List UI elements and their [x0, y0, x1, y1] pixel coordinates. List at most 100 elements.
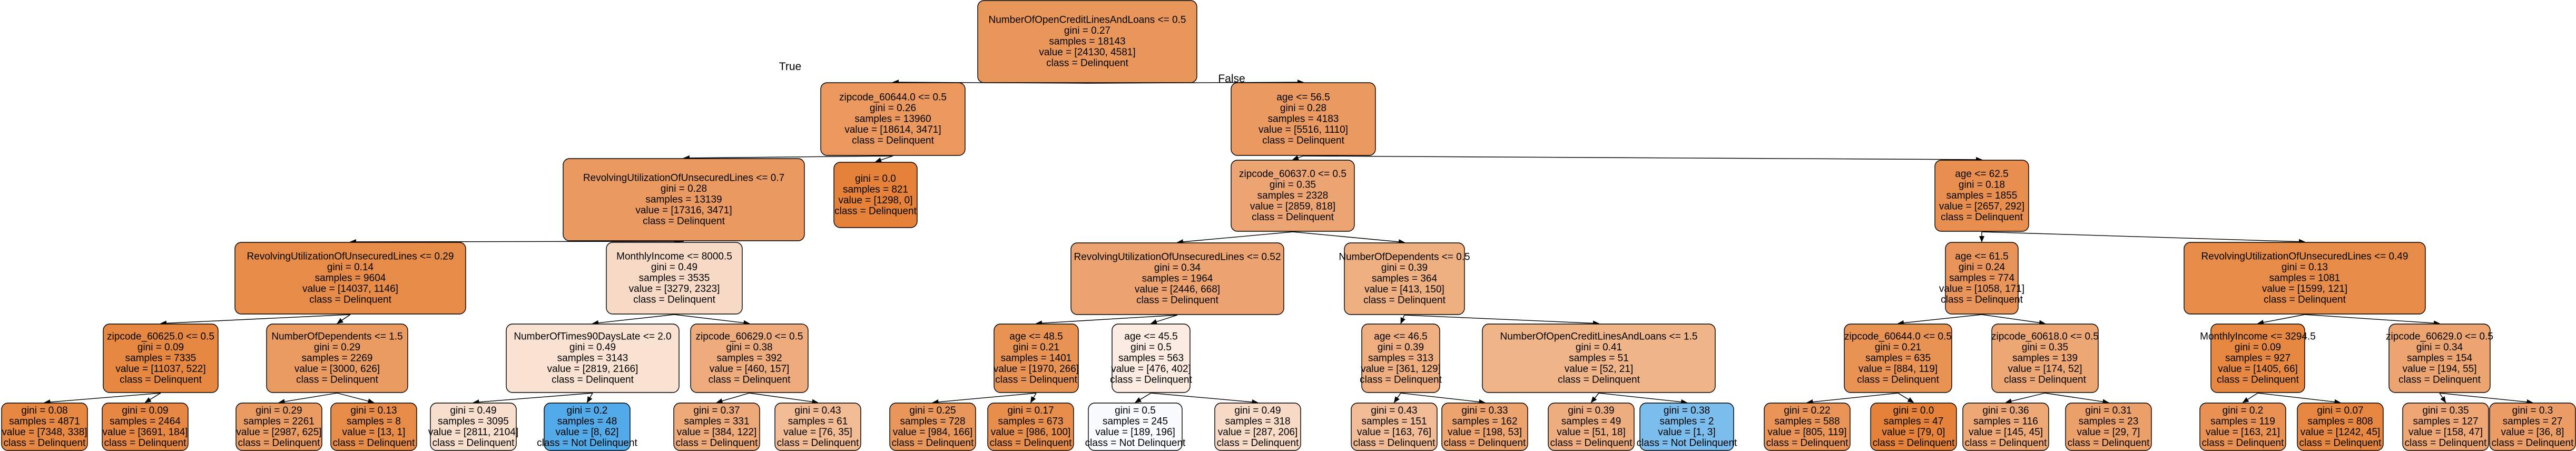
tree-node-line: samples = 2464	[110, 416, 181, 427]
tree-node-box	[506, 323, 680, 393]
tree-node-line: value = [2819, 2166]	[547, 364, 638, 375]
tree-edge	[1897, 393, 1914, 403]
tree-node-line: class = Delinquent	[2264, 295, 2346, 306]
tree-node-line: age <= 62.5	[1955, 169, 2008, 180]
tree-node-line: value = [13, 1]	[342, 427, 406, 438]
tree-node-line: class = Delinquent	[709, 375, 791, 386]
tree-node-line: samples = 563	[1118, 353, 1184, 364]
tree-node-line: gini = 0.29	[255, 405, 302, 416]
tree-edge	[586, 393, 593, 403]
tree-node-line: samples = 2269	[302, 353, 373, 364]
tree-edge	[2257, 314, 2305, 325]
tree-node-line: samples = 116	[1973, 416, 2038, 427]
tree-node-box	[563, 158, 805, 241]
tree-node-line: class = Delinquent	[2398, 375, 2481, 386]
tree-node-line: samples = 1401	[1001, 353, 1072, 364]
tree-node-line: class = Delinquent	[104, 437, 187, 448]
false-edge-label: False	[1218, 73, 1245, 85]
tree-node-line: value = [3279, 2323]	[629, 283, 720, 295]
tree-edge	[716, 393, 750, 404]
tree-edge	[2304, 314, 2440, 326]
tree-node-line: class = Delinquent	[1136, 295, 1219, 306]
tree-node-line: samples = 4871	[9, 416, 80, 427]
tree-node-line: value = [24130, 4581]	[1039, 47, 1135, 58]
tree-node-box	[987, 403, 1074, 451]
tree-node-line: class = Delinquent	[1360, 375, 1442, 386]
tree-node-line: gini = 0.27	[1064, 25, 1110, 36]
tree-node-line: value = [2811, 2104]	[428, 427, 518, 438]
tree-node-line: gini = 0.39	[1381, 262, 1428, 273]
tree-node-line: gini = 0.49	[651, 262, 697, 273]
tree-edge	[1404, 315, 1599, 326]
tree-node-line: value = [194, 55]	[2402, 364, 2476, 375]
tree-edge	[278, 393, 338, 405]
tree-node-line: value = [805, 119]	[1767, 427, 1846, 438]
tree-node-line: gini = 0.39	[1378, 342, 1424, 353]
tree-edge	[1030, 393, 1037, 403]
tree-node-box	[102, 403, 189, 451]
tree-node-box	[2184, 242, 2426, 315]
tree-node-line: gini = 0.41	[1576, 342, 1622, 353]
tree-node-line: samples = 61	[788, 416, 848, 427]
tree-node-line: class = Delinquent	[990, 437, 1073, 448]
tree-node-line: samples = 23	[2079, 416, 2139, 427]
tree-node-box	[1639, 403, 1734, 451]
tree-node-line: value = [11037, 522]	[115, 364, 205, 375]
tree-node-line: value = [1599, 121]	[2262, 283, 2347, 295]
tree-edge	[932, 393, 1037, 405]
tree-node-line: class = Delinquent	[633, 295, 716, 306]
tree-node-box	[820, 82, 966, 156]
tree-node-line: gini = 0.09	[122, 405, 168, 416]
tree-node-line: samples = 151	[1361, 416, 1427, 427]
tree-node-line: class = Delinquent	[1217, 437, 1300, 448]
tree-edge	[683, 155, 893, 161]
tree-node-line: value = [52, 21]	[1565, 364, 1633, 375]
tree-node-line: class = Delinquent	[1046, 58, 1129, 69]
tree-node-line: value = [145, 45]	[1969, 427, 2043, 438]
tree-node: RevolvingUtilizationOfUnsecuredLines <= …	[1070, 242, 1284, 315]
tree-node-line: gini = 0.49	[450, 405, 496, 416]
tree-node-box	[1351, 403, 1438, 451]
tree-node-box	[673, 403, 760, 451]
tree-node-line: gini = 0.43	[1371, 405, 1417, 416]
tree-node-box	[889, 403, 976, 451]
tree-node-line: samples = 245	[1103, 416, 1168, 427]
tree-node-line: samples = 331	[684, 416, 749, 427]
tree-node-line: value = [174, 52]	[2008, 364, 2082, 375]
true-edge-label: True	[779, 61, 801, 73]
tree-node-line: class = Delinquent	[1444, 437, 1527, 448]
tree-node-line: gini = 0.39	[1568, 405, 1614, 416]
tree-node-line: value = [1298, 0]	[838, 195, 912, 206]
tree-node-line: gini = 0.13	[350, 405, 397, 416]
tree-node-line: NumberOfOpenCreditLinesAndLoans <= 1.5	[1500, 331, 1698, 342]
tree-node-box	[2297, 403, 2384, 451]
tree-node-line: gini = 0.13	[2282, 262, 2328, 273]
tree-node-line: class = Delinquent	[1941, 212, 2023, 223]
tree-node-line: value = [2446, 668]	[1135, 284, 1220, 295]
tree-node-line: RevolvingUtilizationOfUnsecuredLines <= …	[247, 251, 454, 262]
tree-node-box	[2065, 403, 2152, 451]
tree-node-line: gini = 0.14	[327, 262, 374, 273]
tree-edge	[1590, 393, 1599, 403]
tree-node-line: value = [163, 76]	[1357, 427, 1431, 438]
tree-node-box	[1991, 323, 2099, 393]
tree-node-line: value = [14037, 1146]	[302, 283, 398, 295]
tree-node-line: samples = 4183	[1268, 114, 1339, 125]
tree-edge	[1598, 393, 1687, 405]
tree-node-line: samples = 9604	[315, 273, 386, 284]
tree-node-line: value = [8, 62]	[556, 427, 619, 438]
tree-node-line: NumberOfDependents <= 1.5	[271, 331, 402, 342]
tree-node-box	[690, 323, 809, 393]
